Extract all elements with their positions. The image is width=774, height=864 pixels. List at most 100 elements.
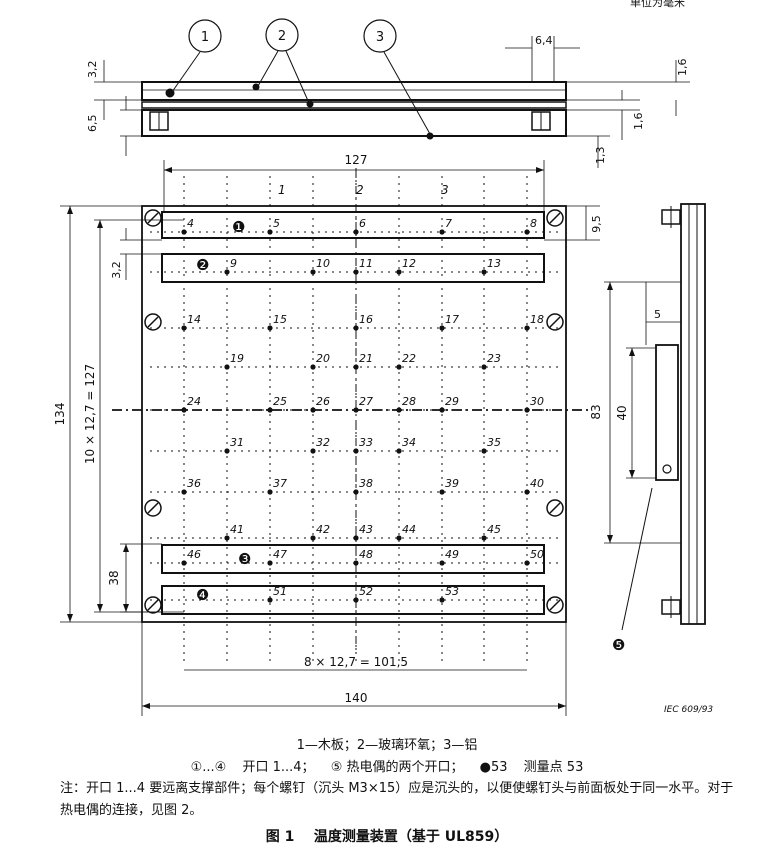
measurement-point-dot — [481, 448, 487, 454]
measurement-point-dot — [353, 560, 359, 566]
figure-number: 图 1 — [265, 829, 295, 845]
measurement-point-label: 45 — [487, 523, 501, 536]
measurement-point-label: 47 — [273, 548, 287, 561]
dim-1-3: 1,3 — [594, 147, 607, 165]
column-label-3: 3 — [441, 183, 449, 197]
callout-3-label: 3 — [376, 30, 384, 45]
callout-2 — [265, 18, 299, 52]
dim-pitch-horizontal: 8 × 12,7 = 101,5 — [304, 655, 408, 669]
measurement-point-dot — [396, 269, 402, 275]
measurement-point-label: 18 — [530, 313, 544, 326]
measurement-point-dot — [396, 364, 402, 370]
measurement-point-dot — [481, 269, 487, 275]
top-wood-board — [141, 81, 567, 101]
measurement-point-label: 40 — [530, 477, 544, 490]
measurement-point-dot — [439, 229, 445, 235]
measurement-point-label: 8 — [530, 217, 537, 230]
screw-hole — [144, 596, 162, 614]
measurement-point-dot — [524, 407, 530, 413]
measurement-point-label: 24 — [187, 395, 201, 408]
dim-140: 140 — [345, 691, 368, 705]
measurement-point-dot — [353, 448, 359, 454]
opening-marker-2: ❷ — [196, 256, 209, 274]
measurement-point-dot — [267, 407, 273, 413]
top-aluminium — [141, 109, 567, 137]
measurement-point-dot — [224, 535, 230, 541]
column-label-1: 1 — [278, 183, 286, 197]
measurement-point-dot — [353, 269, 359, 275]
measurement-point-dot — [353, 597, 359, 603]
measurement-point-dot — [181, 489, 187, 495]
measurement-point-dot — [267, 560, 273, 566]
measurement-point-dot — [439, 560, 445, 566]
screw-hole — [546, 209, 564, 227]
measurement-point-label: 7 — [445, 217, 452, 230]
figure-title-text: 温度测量装置（基于 UL859） — [313, 829, 509, 845]
measurement-point-label: 36 — [187, 477, 201, 490]
dim-5: 5 — [654, 308, 661, 321]
measurement-point-label: 15 — [273, 313, 287, 326]
measurement-point-label: 46 — [187, 548, 201, 561]
measurement-point-dot — [181, 229, 187, 235]
measurement-point-label: 39 — [445, 477, 459, 490]
dim-3-2-front: 3,2 — [110, 261, 123, 279]
measurement-point-label: 25 — [273, 395, 287, 408]
iec-reference: IEC 609/93 — [664, 705, 713, 715]
screw-slot — [549, 212, 561, 224]
screw-hole — [144, 209, 162, 227]
measurement-point-label: 4 — [187, 217, 194, 230]
legend-line-1: 1—木板；2—玻璃环氧；3—铝 — [296, 738, 478, 753]
screw-hole — [546, 313, 564, 331]
measurement-point-dot — [267, 325, 273, 331]
screw-hole — [546, 499, 564, 517]
measurement-point-label: 12 — [402, 257, 416, 270]
opening-2 — [161, 253, 545, 283]
opening-marker-1: ❶ — [232, 218, 245, 236]
screw-slot — [549, 316, 561, 328]
side-wood-board — [680, 203, 706, 625]
opening-marker-3: ❸ — [238, 550, 251, 568]
measurement-point-label: 29 — [445, 395, 459, 408]
top-view — [94, 18, 690, 168]
technical-drawing: 单位为毫米 — [53, 0, 713, 716]
screw-hole — [144, 499, 162, 517]
measurement-point-label: 26 — [316, 395, 330, 408]
legend-thermocouple-text: ⑤ 热电偶的两个开口； — [330, 760, 464, 775]
measurement-point-dot — [310, 364, 316, 370]
measurement-point-label: 19 — [230, 352, 244, 365]
measurement-point-label: 41 — [230, 523, 244, 536]
screw-slot — [147, 212, 159, 224]
opening-3 — [161, 544, 545, 574]
measurement-point-label: 17 — [445, 313, 459, 326]
measurement-point-label: 9 — [230, 257, 237, 270]
measurement-point-label: 37 — [273, 477, 287, 490]
measurement-point-label: 50 — [530, 548, 544, 561]
dim-38: 38 — [107, 570, 121, 585]
measurement-point-dot — [396, 448, 402, 454]
measurement-point-dot — [353, 229, 359, 235]
measurement-point-dot — [181, 325, 187, 331]
marker-5: ❺ — [612, 636, 625, 654]
measurement-point-label: 34 — [402, 436, 416, 449]
measurement-point-label: 6 — [359, 217, 366, 230]
measurement-point-dot — [353, 489, 359, 495]
measurement-point-dot — [267, 597, 273, 603]
legend-openings-text: 开口 1...4； — [242, 760, 315, 775]
dim-1-6-b: 1,6 — [632, 113, 645, 131]
measurement-point-dot — [267, 489, 273, 495]
measurement-point-dot — [439, 489, 445, 495]
unit-note: 单位为毫米 — [630, 0, 685, 9]
measurement-point-dot — [353, 407, 359, 413]
measurement-point-dot — [181, 560, 187, 566]
measurement-point-label: 44 — [402, 523, 416, 536]
measurement-point-label: 38 — [359, 477, 373, 490]
opening-marker-4: ❹ — [196, 586, 209, 604]
screw-slot — [147, 502, 159, 514]
opening-1 — [161, 211, 545, 239]
side-thermocouple-block — [655, 344, 679, 481]
top-glass-epoxy — [141, 101, 567, 109]
measurement-point-label: 35 — [487, 436, 501, 449]
measurement-point-dot — [439, 597, 445, 603]
measurement-point-label: 53 — [445, 585, 459, 598]
